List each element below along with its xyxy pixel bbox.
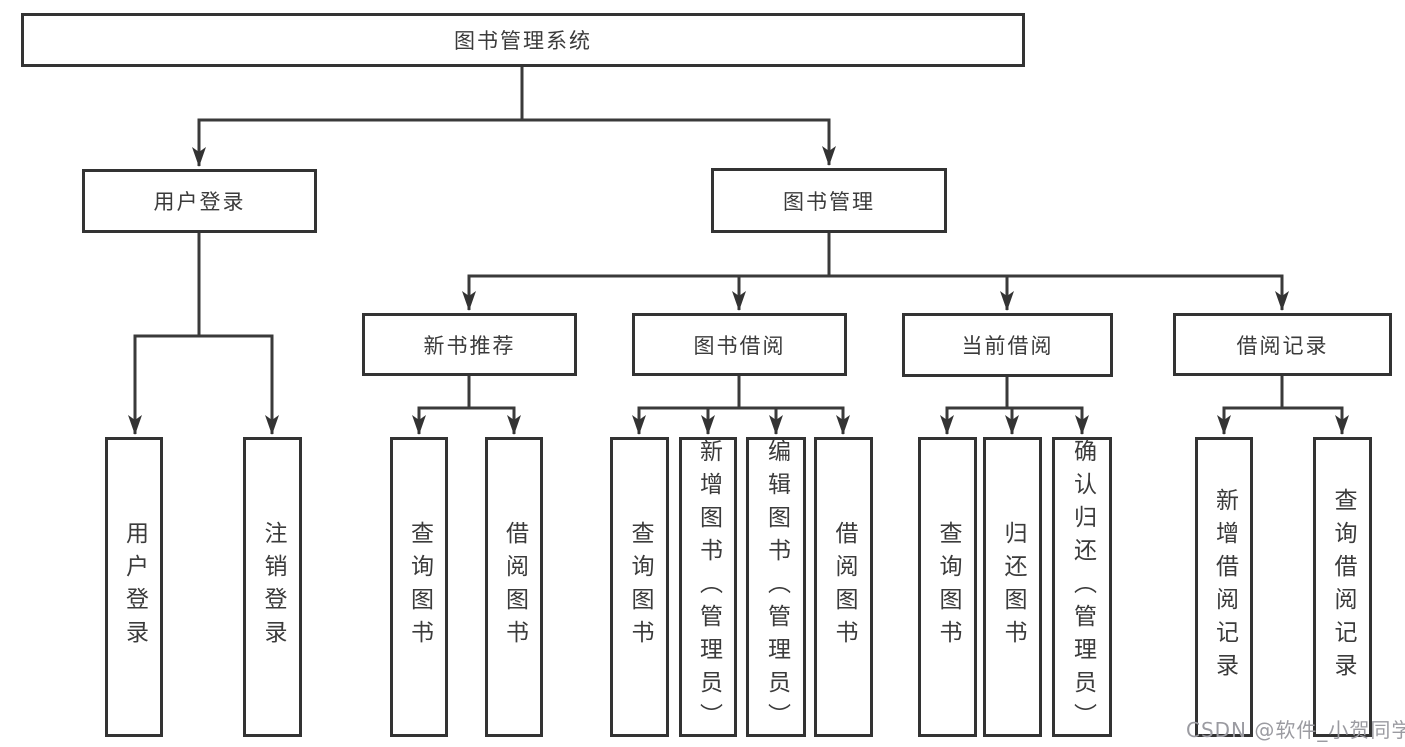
leaf-borrow-books: 借阅图书	[814, 437, 873, 737]
csdn-watermark: CSDN @软件_小贺同学	[1186, 718, 1405, 742]
node-label: 借阅图书	[501, 521, 528, 653]
leaf-confirm-return-admin: 确认归还（管理员）	[1052, 437, 1112, 737]
node-label: 借阅记录	[1236, 333, 1329, 358]
node-label: 新增借阅记录	[1211, 488, 1238, 686]
node-label: 查询图书	[935, 521, 961, 653]
node-label: 确认归还（管理员）	[1069, 438, 1096, 736]
node-label: 归还图书	[1000, 521, 1026, 653]
node-label: 图书借阅	[693, 333, 786, 358]
node-label: 编辑图书（管理员）	[763, 438, 790, 736]
leaf-add-books-admin: 新增图书（管理员）	[679, 437, 737, 737]
node-label: 新增图书（管理员）	[695, 438, 722, 736]
leaf-user-login: 用户登录	[105, 437, 163, 737]
node-label: 当前借阅	[961, 334, 1054, 358]
leaf-edit-books-admin: 编辑图书（管理员）	[746, 437, 806, 737]
leaf-query-borrow-record: 查询借阅记录	[1313, 437, 1372, 737]
node-label: 图书管理	[783, 189, 875, 214]
leaf-return-books: 归还图书	[983, 437, 1042, 737]
node-book-borrow: 图书借阅	[632, 313, 847, 376]
node-book-management: 图书管理	[711, 168, 947, 233]
node-label: 查询图书	[406, 521, 433, 653]
leaf-borrow-books-recommend: 借阅图书	[485, 437, 543, 737]
node-label: 借阅图书	[831, 521, 857, 653]
node-library-system: 图书管理系统	[21, 13, 1025, 67]
node-user-login: 用户登录	[82, 169, 317, 233]
leaf-logout: 注销登录	[243, 437, 302, 737]
node-label: 注销登录	[260, 521, 286, 653]
node-label: 用户登录	[121, 521, 148, 653]
node-label: 用户登录	[153, 190, 246, 214]
node-borrow-records: 借阅记录	[1173, 313, 1392, 376]
node-label: 新书推荐	[423, 333, 516, 358]
node-new-book-recommend: 新书推荐	[362, 313, 577, 376]
node-current-borrow: 当前借阅	[902, 313, 1113, 377]
node-label: 图书管理系统	[454, 29, 592, 53]
leaf-query-books-current: 查询图书	[918, 437, 977, 737]
node-label: 查询借阅记录	[1330, 488, 1356, 686]
leaf-query-books-recommend: 查询图书	[390, 437, 448, 737]
node-label: 查询图书	[627, 521, 653, 653]
leaf-query-books-borrow: 查询图书	[610, 437, 669, 737]
leaf-add-borrow-record: 新增借阅记录	[1195, 437, 1253, 737]
